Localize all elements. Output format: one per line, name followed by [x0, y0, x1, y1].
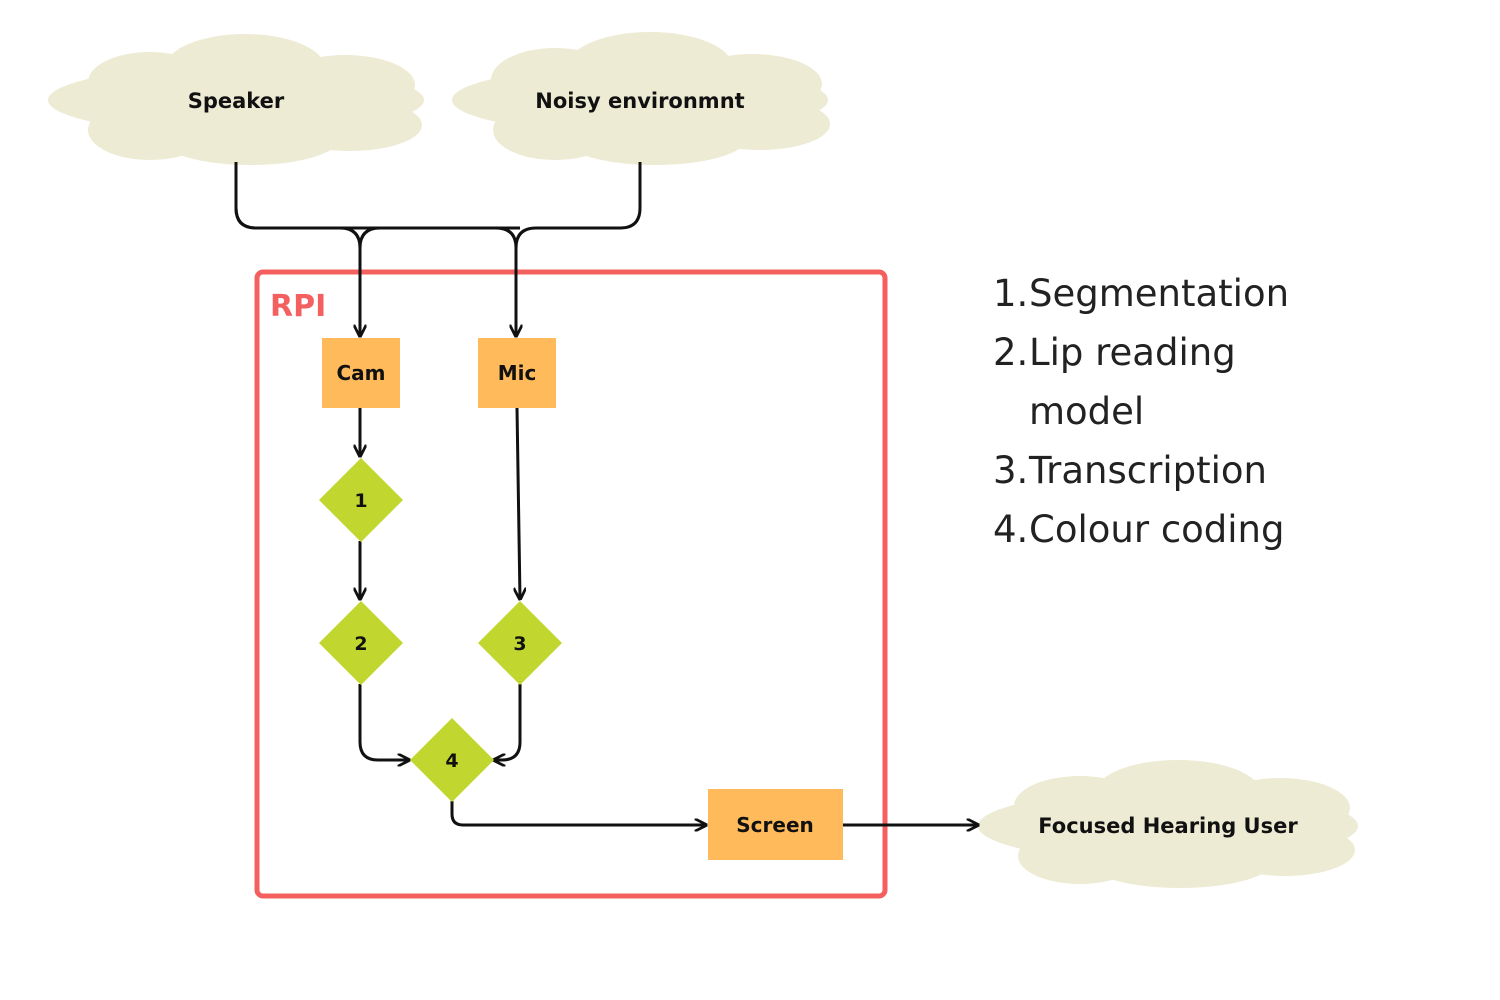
step-1-label: 1: [354, 490, 367, 512]
legend-text: Transcription: [1029, 449, 1267, 492]
cam-box: [322, 338, 400, 408]
step-2-label: 2: [354, 633, 367, 655]
screen-box: [708, 789, 843, 860]
legend-text: Colour coding: [1029, 508, 1285, 551]
noise-cloud: [452, 32, 830, 165]
legend-item: 1. Segmentation: [993, 264, 1353, 323]
noise-to-cam-arrow: [358, 226, 520, 249]
step-2-diamond: [319, 601, 403, 685]
noise-label: Noisy environmnt: [535, 89, 744, 113]
screen-label: Screen: [736, 813, 814, 837]
mic-box: [478, 338, 556, 408]
step3-to-step4-arrow: [494, 684, 522, 760]
step-4-diamond: [410, 718, 494, 802]
legend-text: Segmentation: [1029, 272, 1290, 315]
user-cloud: [978, 760, 1358, 888]
legend-number: 4.: [993, 508, 1029, 551]
legend-item: 4. Colour coding: [993, 500, 1353, 559]
legend-number: 3.: [993, 449, 1029, 492]
step4-to-screen-arrow: [450, 801, 706, 825]
legend-number: 1.: [993, 272, 1029, 315]
step2-to-step4-arrow: [358, 684, 409, 760]
mic-to-step3-arrow: [517, 407, 520, 599]
noise-to-mic-arrow: [514, 162, 642, 249]
rpi-label: RPI: [270, 289, 326, 324]
user-label: Focused Hearing User: [1038, 814, 1298, 838]
legend-item: 3. Transcription: [993, 441, 1353, 500]
speaker-label: Speaker: [188, 89, 285, 113]
step-1-diamond: [319, 458, 403, 542]
mic-label: Mic: [498, 361, 537, 385]
step-3-label: 3: [513, 633, 526, 655]
legend-number: 2.: [993, 331, 1029, 374]
step-3-diamond: [478, 601, 562, 685]
step-legend: 1. Segmentation 2. Lip reading model 3. …: [993, 264, 1353, 559]
cam-label: Cam: [336, 361, 385, 385]
speaker-cloud: [48, 34, 424, 165]
step-4-label: 4: [445, 750, 458, 772]
rpi-container: [254, 269, 888, 899]
legend-item: 2. Lip reading model: [993, 323, 1353, 441]
legend-text: Lip reading model: [1029, 331, 1236, 433]
